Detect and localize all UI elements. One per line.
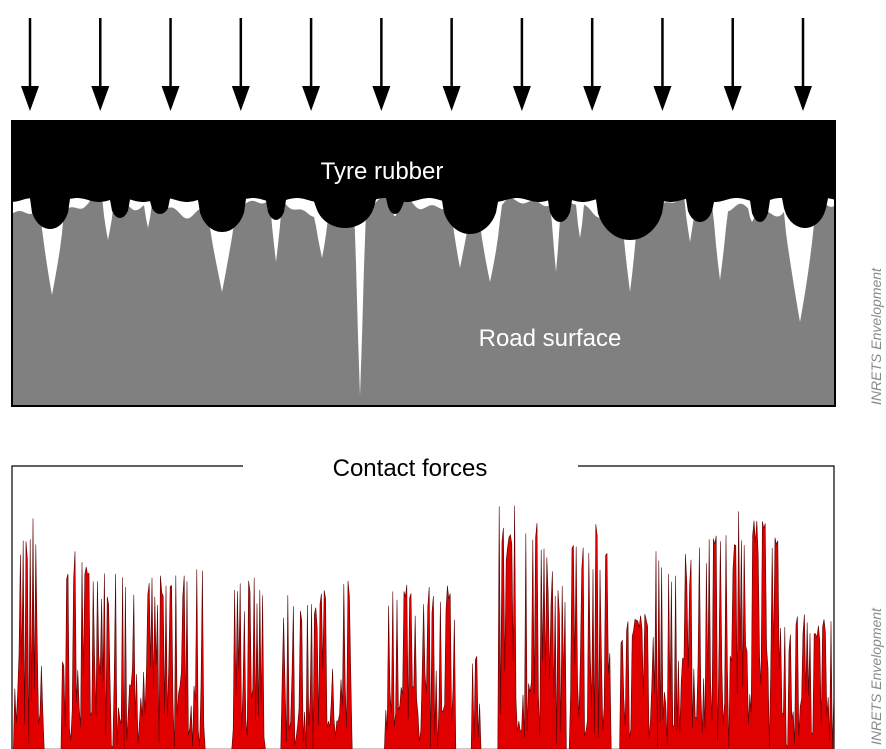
load-arrow-head (21, 86, 39, 111)
load-arrow-head (794, 86, 812, 111)
load-arrow-head (161, 86, 180, 111)
tyre-rubber-label: Tyre rubber (321, 158, 444, 185)
contact-forces-panel: Contact forces (11, 455, 835, 749)
tyre-rubber-region (12, 121, 835, 240)
top-panel-border (11, 120, 836, 407)
load-arrow-head (442, 86, 461, 111)
load-arrow-head (231, 86, 250, 111)
bottom-credit-label: INRETS Envelopment (868, 607, 884, 745)
load-arrow-head (372, 86, 391, 111)
contact-force-spikes (12, 505, 835, 749)
load-arrow-head (653, 86, 672, 111)
load-arrow-head (512, 86, 531, 111)
top-credit-label: INRETS Envelopment (868, 267, 884, 405)
load-arrow-head (583, 86, 602, 111)
load-arrow-head (91, 86, 110, 111)
contact-forces-frame (11, 465, 835, 749)
road-surface-label: Road surface (479, 325, 622, 352)
contact-forces-title: Contact forces (333, 455, 488, 482)
load-arrows (21, 18, 812, 111)
load-arrow-head (723, 86, 742, 111)
load-arrow-head (302, 86, 321, 111)
tyre-road-panel: Tyre rubber Road surface (11, 120, 836, 407)
